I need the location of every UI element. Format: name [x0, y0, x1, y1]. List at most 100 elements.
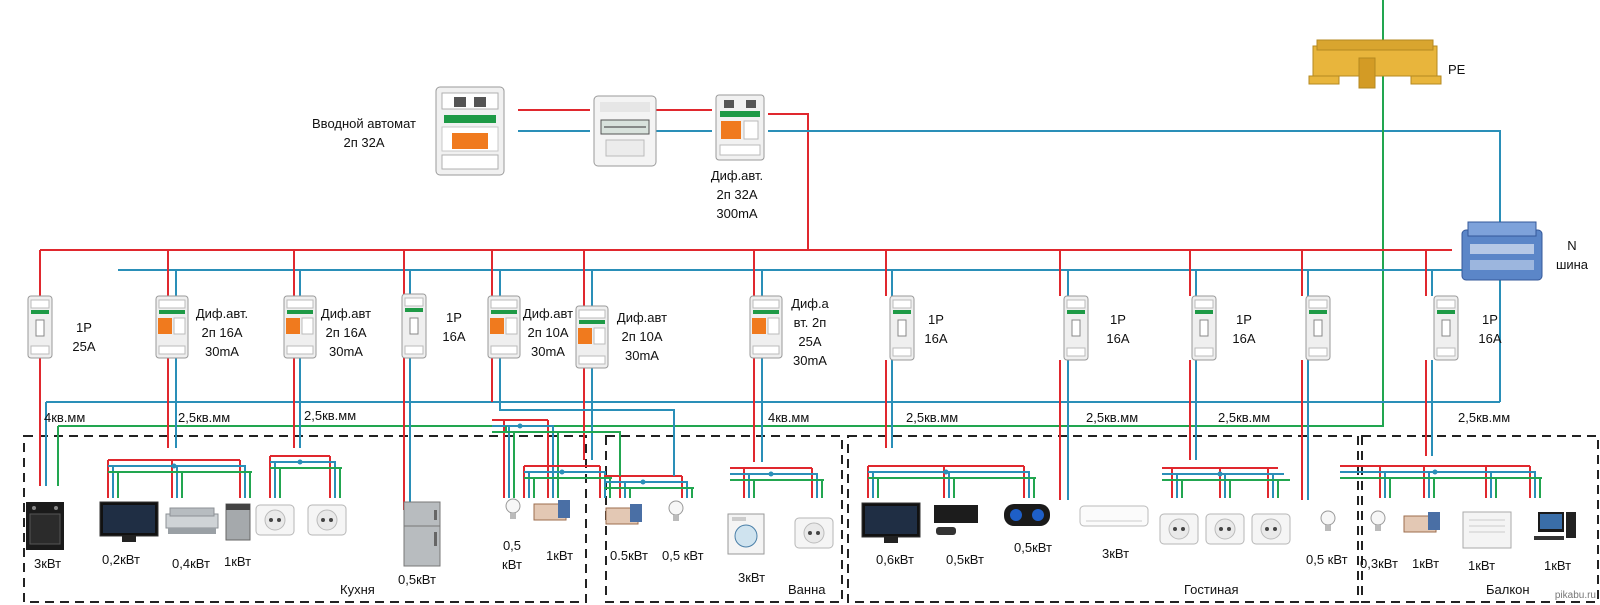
washing-machine-icon: [727, 513, 765, 555]
label-breaker-7: Диф.а вт. 2п 25А 30mA: [791, 296, 829, 368]
floor-heater-bath-icon: [605, 504, 642, 525]
n-bus: [1461, 221, 1543, 281]
power-fridge: 0,5кВт: [398, 572, 436, 587]
bulb-bath-icon: [668, 500, 684, 521]
label-pe: PE: [1448, 62, 1466, 77]
fan-6-node: [768, 471, 774, 477]
breaker-brand-strip: [1067, 310, 1085, 314]
phase-riser: [768, 113, 809, 250]
label-breaker-10: 1P 16A: [1232, 312, 1256, 346]
breaker-lever: [1199, 319, 1209, 337]
oven-icon: [26, 502, 64, 550]
power-bulb-bath: 0,5 кВт: [662, 548, 704, 563]
breaker-brand-strip: [1437, 310, 1455, 314]
room-label-living: Гостиная: [1184, 582, 1239, 597]
power-bulb-living: 0,5 кВт: [1306, 552, 1348, 567]
label-breaker-2: Диф.авт. 2п 16А 30mA: [195, 306, 249, 359]
power-bulb-balcony: 0,3кВт: [1360, 556, 1398, 571]
power-computer: 1кВт: [1544, 558, 1572, 573]
breaker-lever: [752, 318, 766, 334]
breaker-drops: [39, 250, 1433, 510]
label-wire-3: 2,5кв.мм: [304, 408, 357, 423]
breaker-12-icon: [1433, 295, 1459, 361]
label-breaker-5: Диф.авт 2п 10А 30mA: [522, 306, 574, 359]
breaker-lever: [409, 317, 419, 335]
label-breaker-8: 1P 16A: [924, 312, 948, 346]
label-breaker-4: 1P 16A: [442, 310, 466, 344]
room-label-balcony: Балкон: [1486, 582, 1530, 597]
breaker-test: [767, 317, 780, 335]
breaker-lever: [1313, 319, 1323, 337]
dishwasher-icon: [225, 503, 251, 541]
breaker-top: [30, 299, 50, 309]
feeder-kitchen-light: [499, 402, 675, 476]
label-wire-2: 2,5кв.мм: [178, 410, 231, 425]
floor-heater-kitchen-icon: [533, 500, 570, 521]
bulb-living-icon: [1320, 510, 1336, 531]
convector-icon: [1462, 511, 1512, 549]
breaker-8-icon: [889, 295, 915, 361]
feeder-kitchen-light-ground: [505, 426, 621, 476]
bulb-kitchen-icon: [505, 498, 521, 519]
breaker-bottom: [490, 345, 518, 355]
breaker-test: [593, 327, 606, 345]
room-label-bath: Ванна: [788, 582, 826, 597]
breaker-top: [286, 299, 314, 309]
input-breaker: [435, 86, 505, 176]
breaker-brand-strip: [287, 310, 313, 314]
power-bulb-kitchen: 0,5 кВт: [502, 538, 522, 572]
breaker-1-icon: [27, 295, 53, 359]
power-convector: 1кВт: [1468, 558, 1496, 573]
label-wire-8: 2,5кв.мм: [1458, 410, 1511, 425]
breaker-top: [490, 299, 518, 309]
main-rcbo: [715, 94, 765, 161]
fan-8-node: [1217, 471, 1223, 477]
room-label-kitchen: Кухня: [340, 582, 375, 597]
power-hood: 0,4кВт: [172, 556, 210, 571]
breaker-bottom: [1436, 347, 1456, 357]
circuit-fanouts: [107, 402, 1542, 498]
power-air-conditioner: 3кВт: [1102, 546, 1130, 561]
breaker-brand-strip: [1309, 310, 1327, 314]
breaker-2-icon: [155, 295, 189, 359]
neutral-to-bus: [768, 130, 1501, 240]
label-n-bus: N шина: [1555, 238, 1589, 272]
breaker-bottom: [1066, 347, 1086, 357]
power-floor-balcony: 1кВт: [1412, 556, 1440, 571]
watermark: pikabu.ru: [1554, 590, 1596, 601]
pe-bar: [1308, 39, 1442, 89]
breaker-bottom: [578, 355, 606, 365]
frame-balcony: [1361, 435, 1599, 603]
frame-kitchen: [23, 435, 587, 603]
energy-meter: [593, 95, 657, 167]
breaker-4-icon: [401, 293, 427, 359]
panel-breakers: [27, 293, 1459, 369]
breaker-test: [301, 317, 314, 335]
socket-living-1-icon: [1159, 513, 1199, 545]
breaker-brand-strip: [491, 310, 517, 314]
breaker-bottom: [892, 347, 912, 357]
breaker-top: [404, 297, 424, 307]
breaker-bottom: [1194, 347, 1214, 357]
socket-bath-icon: [794, 517, 834, 549]
breaker-bottom: [1308, 347, 1328, 357]
breaker-7-icon: [749, 295, 783, 359]
label-wire-6: 2,5кв.мм: [1086, 410, 1139, 425]
label-main-rcbo: Диф.авт. 2п 32А 300mA: [710, 168, 764, 221]
breaker-test: [505, 317, 518, 335]
breaker-6-icon: [575, 305, 609, 369]
fan-3-node: [517, 423, 523, 429]
breaker-top: [752, 299, 780, 309]
power-tv-living: 0,6кВт: [876, 552, 914, 567]
breaker-lever: [1071, 319, 1081, 337]
breaker-11-icon: [1305, 295, 1331, 361]
hood-icon: [165, 507, 219, 534]
breaker-lever: [286, 318, 300, 334]
breaker-brand-strip: [579, 320, 605, 324]
socket-kitchen-2-icon: [307, 504, 347, 536]
breaker-3-icon: [283, 295, 317, 359]
breaker-brand-strip: [159, 310, 185, 314]
label-breaker-12: 1P 16A: [1478, 312, 1502, 346]
label-breaker-3: Диф.авт 2п 16А 30mA: [320, 306, 372, 359]
